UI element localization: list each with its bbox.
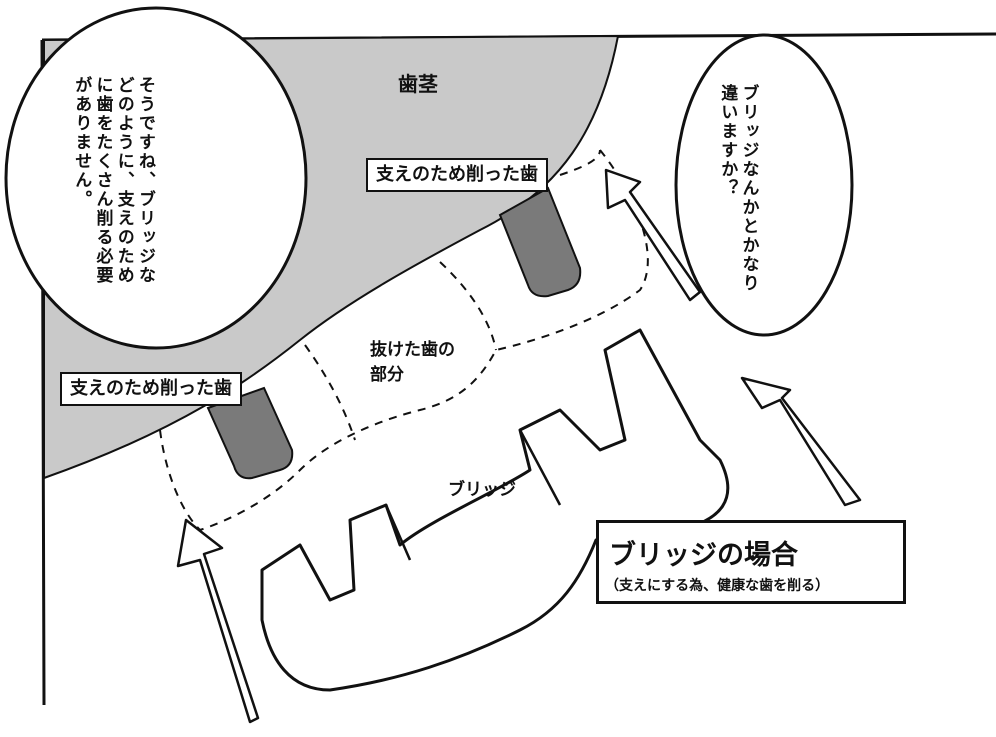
bridge-outline — [260, 328, 730, 692]
caption-box: ブリッジの場合 （支えにする為、健康な歯を削る） — [596, 520, 906, 604]
cut-tooth-label-right: 支えのため削った歯 — [366, 158, 548, 192]
arrow-top — [604, 168, 702, 302]
cut-tooth-label-left: 支えのため削った歯 — [60, 372, 242, 406]
dashed-top — [559, 149, 601, 176]
caption-title: ブリッジの場合 — [609, 540, 798, 571]
speech-right-text: ブリッジなんかとかなり違いますか？ — [717, 84, 759, 293]
speech-bubble-right — [674, 33, 854, 337]
speech-left-text: そうですね、ブリッジなどのように、支えのために歯をたくさん削る必要がありません。 — [71, 76, 155, 285]
cut-tooth-left — [206, 386, 294, 480]
speech-bubble-left — [4, 6, 308, 350]
missing-tooth-label: 抜けた歯の部分 — [370, 340, 455, 385]
arrow-left — [176, 518, 260, 724]
dashed-separator-1 — [439, 261, 497, 351]
arrow-right — [740, 376, 862, 507]
caption-subtitle: （支えにする為、健康な歯を削る） — [605, 578, 830, 594]
bridge-seam-2 — [384, 504, 412, 561]
dashed-separator-2 — [304, 344, 356, 441]
gum-label: 歯茎 — [398, 72, 438, 96]
bridge-seam-1 — [518, 429, 562, 506]
bridge-label: ブリッジ — [448, 480, 516, 500]
cut-tooth-right — [498, 186, 582, 298]
